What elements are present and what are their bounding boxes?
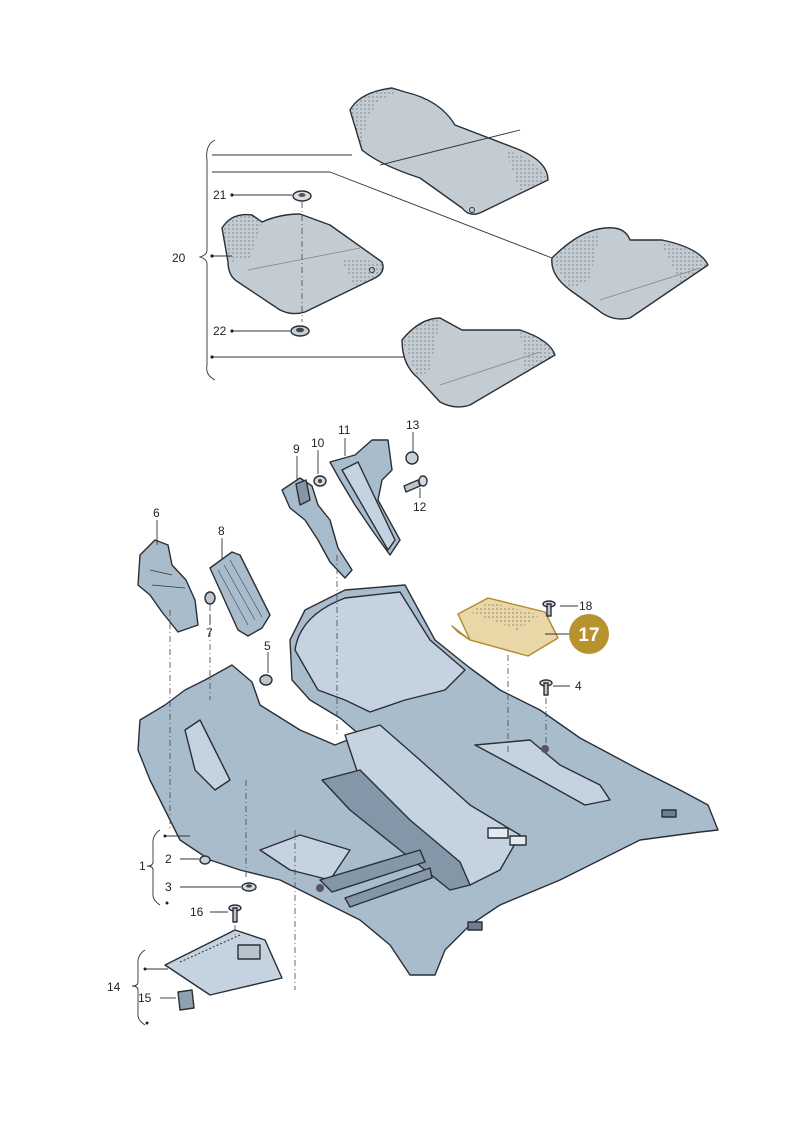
label-14: 14 <box>107 980 121 994</box>
label-9: 9 <box>293 442 300 456</box>
clip-fastener[interactable] <box>290 325 310 337</box>
label-12: 12 <box>413 500 427 514</box>
screw-4[interactable] <box>539 679 553 696</box>
control-module-highlighted[interactable] <box>451 597 559 657</box>
callout-17[interactable]: 17 <box>569 614 609 654</box>
pedal-stop-buffer[interactable] <box>313 475 327 487</box>
screw-fastener[interactable] <box>403 475 428 493</box>
label-13: 13 <box>406 418 420 432</box>
label-20: 20 <box>172 251 186 265</box>
screw-18[interactable] <box>542 600 556 617</box>
insulation-pad[interactable] <box>164 929 283 996</box>
floor-mat-front-left[interactable] <box>221 213 384 315</box>
trim-clip[interactable] <box>204 591 216 605</box>
label-10: 10 <box>311 436 325 450</box>
label-7: 7 <box>206 626 213 640</box>
stud-fastener[interactable] <box>405 451 419 465</box>
footrest-panel[interactable] <box>329 439 401 556</box>
grommet-3[interactable] <box>241 882 257 892</box>
label-18: 18 <box>579 599 593 613</box>
label-4: 4 <box>575 679 582 693</box>
floor-mat-rear-right[interactable] <box>551 227 709 320</box>
screw-16[interactable] <box>228 904 242 923</box>
label-16: 16 <box>190 905 204 919</box>
label-3: 3 <box>165 880 172 894</box>
label-1: 1 <box>139 859 146 873</box>
grommet-fastener[interactable] <box>292 190 312 202</box>
floor-carpet[interactable] <box>137 584 719 976</box>
label-17: 17 <box>578 625 599 646</box>
side-trim-panel[interactable] <box>137 539 199 633</box>
label-22: 22 <box>213 324 227 338</box>
floor-mat-front-right[interactable] <box>349 87 549 215</box>
floor-mat-rear-left[interactable] <box>401 317 556 408</box>
label-11: 11 <box>338 423 351 437</box>
label-21: 21 <box>213 188 227 202</box>
footrest-bracket[interactable] <box>281 477 353 579</box>
callout-17-badge <box>569 614 609 654</box>
label-15: 15 <box>138 991 152 1005</box>
label-2: 2 <box>165 852 172 866</box>
label-6: 6 <box>153 506 160 520</box>
plug-fastener[interactable] <box>259 674 273 686</box>
label-5: 5 <box>264 639 271 653</box>
label-8: 8 <box>218 524 225 538</box>
nut-2[interactable] <box>199 855 211 865</box>
retaining-clip[interactable] <box>177 989 195 1011</box>
sill-panel[interactable] <box>209 551 271 637</box>
